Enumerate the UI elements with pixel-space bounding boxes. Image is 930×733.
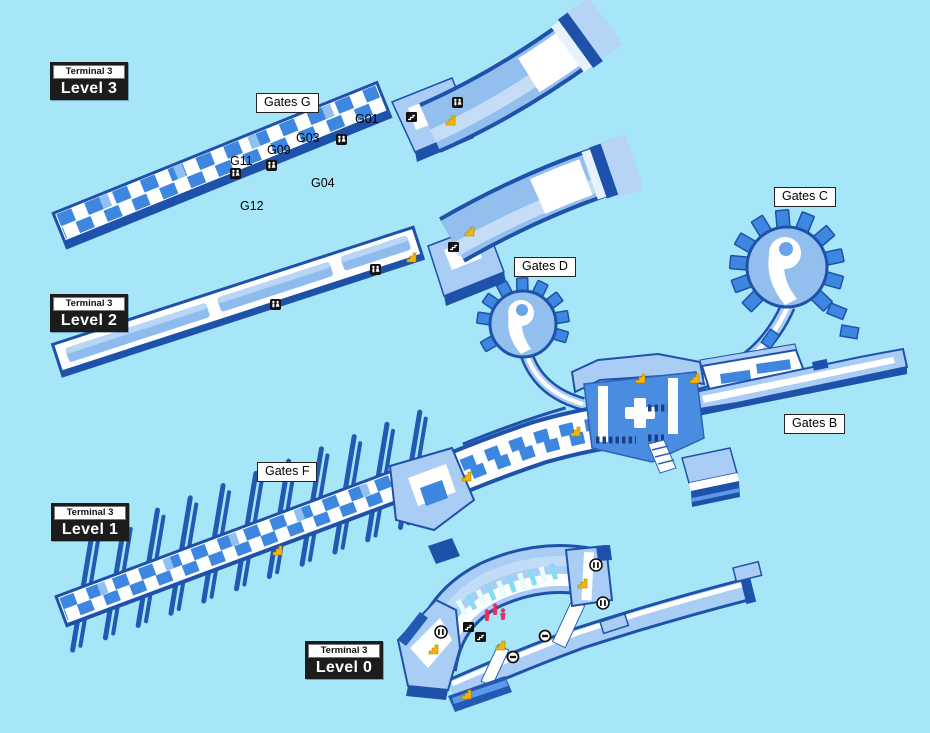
level3-gates-g-pier xyxy=(51,80,393,250)
level-label: Level 1 xyxy=(61,521,119,538)
gate-number-g12: G12 xyxy=(240,199,264,213)
restroom-icon xyxy=(589,558,603,572)
restroom-icon xyxy=(434,625,448,639)
gates-f-junction xyxy=(388,446,476,564)
gates-d-label: Gates D xyxy=(514,257,576,277)
restroom-icon xyxy=(230,168,241,179)
level3-structure xyxy=(51,0,623,250)
restroom-icon xyxy=(270,299,281,310)
level3-arc xyxy=(419,0,623,153)
terminal-label: Terminal 3 xyxy=(53,65,125,79)
gate-number-g04: G04 xyxy=(311,176,335,190)
gate-number-g11: G11 xyxy=(230,154,253,168)
restroom-icon xyxy=(266,160,277,171)
restroom-icon xyxy=(596,596,610,610)
meeting-point-icon xyxy=(492,603,498,615)
level2-structure xyxy=(50,134,644,378)
level2-arc xyxy=(439,134,644,263)
level2-pier xyxy=(50,225,426,378)
shuttle-icon xyxy=(538,629,552,643)
restroom-icon xyxy=(452,97,463,108)
meeting-point-icon xyxy=(484,609,490,621)
gate-number-g03: G03 xyxy=(296,131,320,145)
hub-south-platform xyxy=(681,447,740,507)
gates-b-label: Gates B xyxy=(784,414,846,434)
gates-f-pier xyxy=(54,409,476,653)
level-label: Level 2 xyxy=(60,312,118,329)
level-label: Level 0 xyxy=(315,659,373,676)
restroom-icon xyxy=(336,134,347,145)
level-label: Level 3 xyxy=(60,80,118,97)
terminal-label: Terminal 3 xyxy=(308,644,380,658)
gates-g-label: Gates G xyxy=(256,93,319,113)
level3-badge: Terminal 3 Level 3 xyxy=(50,62,128,100)
shuttle-icon xyxy=(506,650,520,664)
gates-d-satellite xyxy=(476,277,586,411)
escalator-icon xyxy=(405,111,418,123)
gate-number-g09: G09 xyxy=(267,143,291,157)
level0-hall xyxy=(396,544,763,712)
gate-number-g01: G01 xyxy=(355,112,379,126)
level1-badge: Terminal 3 Level 1 xyxy=(51,503,129,541)
escalator-icon xyxy=(474,631,487,643)
terminal-label: Terminal 3 xyxy=(54,506,126,520)
gates-b-pier xyxy=(688,343,909,417)
meeting-point-icon xyxy=(500,608,506,620)
escalator-icon xyxy=(447,241,460,253)
level2-badge: Terminal 3 Level 2 xyxy=(50,294,128,332)
level0-badge: Terminal 3 Level 0 xyxy=(305,641,383,679)
escalator-icon xyxy=(462,621,475,633)
terminal-label: Terminal 3 xyxy=(53,297,125,311)
gates-f-label: Gates F xyxy=(257,462,318,482)
restroom-icon xyxy=(370,264,381,275)
gates-c-label: Gates C xyxy=(774,187,836,207)
